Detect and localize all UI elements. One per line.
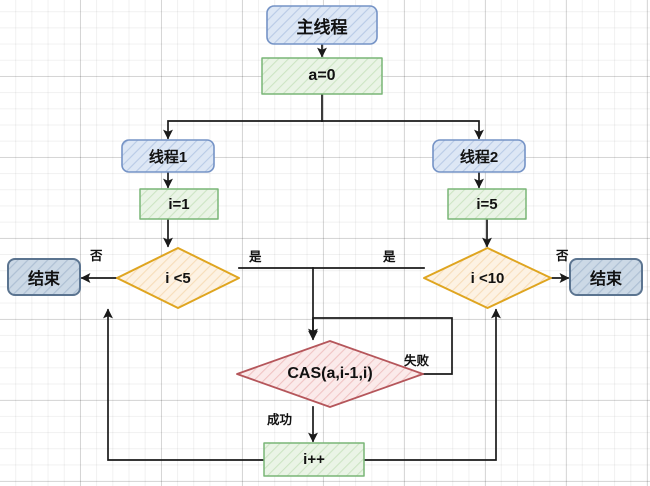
edge-a0-to-t1 <box>163 120 323 140</box>
node-t2 <box>432 139 526 173</box>
node-end2 <box>569 258 643 296</box>
edge-label-yes-left: 是 <box>249 250 262 264</box>
edge-inc-to-d2 <box>363 308 501 461</box>
edges-layer <box>80 43 570 461</box>
nodes-layer <box>7 5 643 477</box>
edge-label-fail: 失败 <box>404 354 430 368</box>
edge-label-no-right: 否 <box>556 249 569 263</box>
node-inc <box>263 442 365 477</box>
edge-label-success: 成功 <box>267 413 293 427</box>
node-cas <box>236 340 424 408</box>
edge-label-yes-right: 是 <box>383 250 396 264</box>
edge-a0-to-t2 <box>321 120 484 140</box>
node-t1 <box>121 139 215 173</box>
edge-d1-to-cas <box>238 267 318 341</box>
edge-inc-to-d1 <box>103 308 265 461</box>
node-a0 <box>261 57 383 95</box>
edge-label-no-left: 否 <box>90 249 103 263</box>
node-end1 <box>7 258 81 296</box>
node-i1 <box>139 188 219 220</box>
node-d2 <box>423 247 552 309</box>
node-d1 <box>116 247 240 309</box>
node-i5 <box>447 188 527 220</box>
node-main <box>266 5 378 45</box>
edge-cas-fail-loop <box>308 317 453 375</box>
